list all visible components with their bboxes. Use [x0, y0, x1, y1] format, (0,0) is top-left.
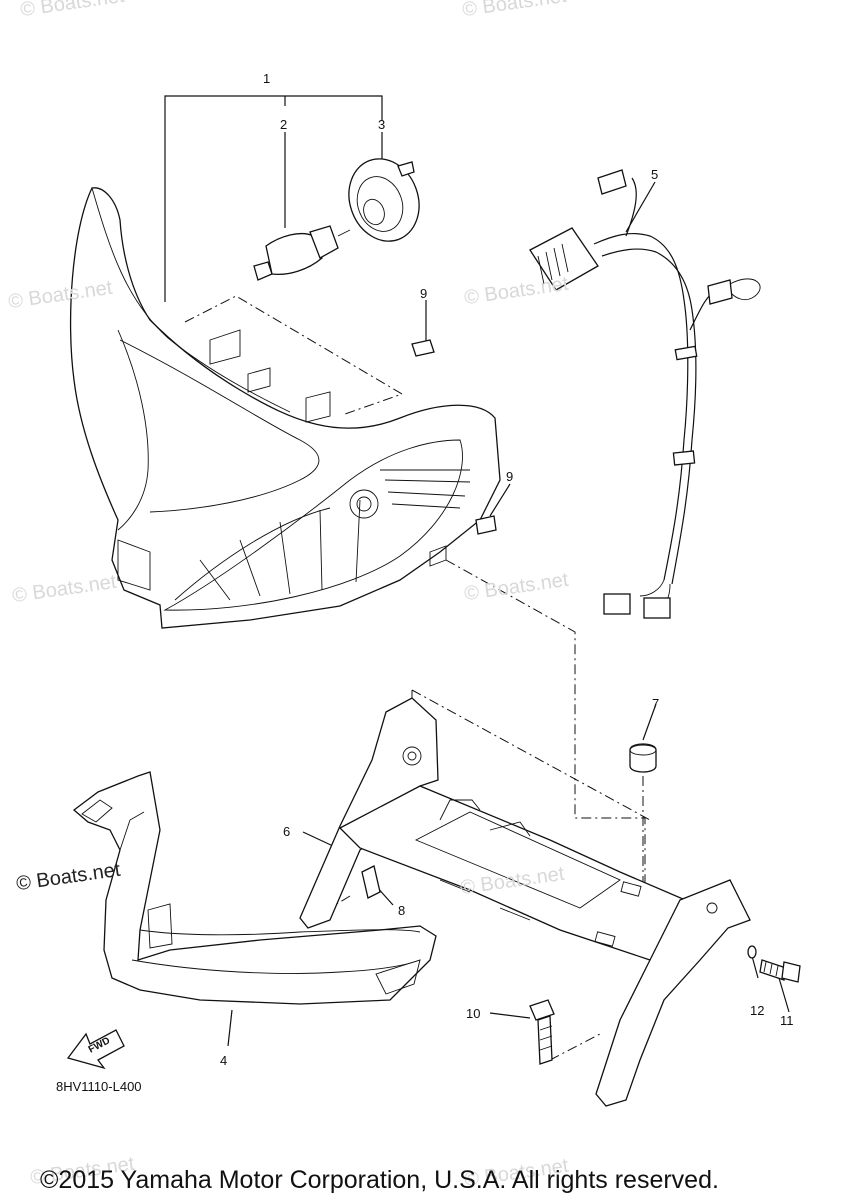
tape	[361, 865, 381, 899]
callout-6: 6	[283, 824, 291, 839]
clip-nut-lower	[475, 515, 497, 535]
callout-4: 4	[220, 1053, 228, 1068]
wire-harness	[529, 169, 761, 619]
callout-9-upper: 9	[420, 286, 428, 301]
fwd-arrow-icon	[66, 1029, 125, 1070]
headlight-assembly	[69, 187, 501, 629]
bulb	[253, 225, 351, 281]
copyright-notice: ©2015 Yamaha Motor Corporation, U.S.A. A…	[40, 1166, 719, 1194]
bolt	[529, 999, 555, 1065]
callout-11: 11	[780, 1013, 794, 1028]
callout-7: 7	[652, 696, 660, 711]
clip-nut-upper	[411, 339, 435, 357]
callout-1: 1	[263, 71, 271, 86]
headlight-stay	[299, 697, 751, 1107]
callout-9-lower: 9	[506, 469, 514, 484]
leader-lines	[164, 95, 790, 1047]
washer	[747, 945, 757, 959]
callout-2: 2	[280, 117, 288, 132]
callout-12: 12	[750, 1003, 765, 1018]
diagram-code: 8HV1110-L400	[56, 1079, 142, 1094]
cowling-panel	[72, 771, 437, 1005]
callout-8: 8	[398, 903, 406, 918]
callout-3: 3	[378, 117, 386, 132]
bulb-cover	[348, 158, 420, 242]
damper	[629, 743, 657, 773]
bolt-side	[759, 959, 801, 983]
callout-5: 5	[651, 167, 659, 182]
callout-10: 10	[466, 1006, 481, 1021]
